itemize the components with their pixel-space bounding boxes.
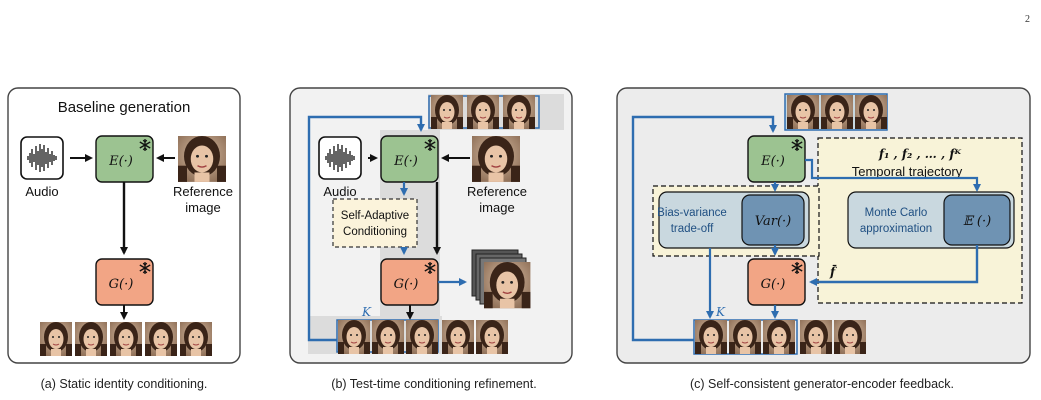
feedback-loop-arrow: [307, 115, 425, 342]
audio-waveform-icon: [318, 136, 362, 180]
mc-label-2: approximation: [860, 223, 932, 235]
k-label: K: [715, 305, 726, 319]
reference-face-image: [177, 135, 227, 183]
output-frames: [39, 321, 213, 357]
audio-waveform-icon: [20, 136, 64, 180]
caption-c: (c) Self-consistent generator-encoder fe…: [690, 377, 954, 391]
panel-a: Baseline generation Audio E(·) Reference…: [7, 87, 241, 364]
caption-a: (a) Static identity conditioning.: [41, 377, 208, 391]
generator-label: G(·): [394, 277, 419, 292]
caption-b: (b) Test-time conditioning refinement.: [331, 377, 536, 391]
reference-label-2: image: [185, 200, 220, 215]
reference-label-2: image: [479, 200, 514, 215]
reference-label-1: Reference: [173, 184, 233, 199]
trajectory-label: f₁ , f₂ , … , fᴷ: [878, 147, 962, 161]
expectation-label: 𝔼 (·): [963, 214, 991, 229]
bias-label-2: trade-off: [671, 223, 714, 235]
mc-label-1: Monte Carlo: [865, 207, 928, 219]
generator-box: [747, 258, 806, 306]
encoder-label: E(·): [760, 154, 785, 169]
page-number: 2: [1025, 14, 1030, 25]
audio-label: Audio: [25, 184, 58, 199]
generator-label: G(·): [109, 277, 134, 292]
reference-face-image: [471, 135, 521, 183]
panel-c: E(·) f₁ , f₂ , … , fᴷ Temporal trajector…: [616, 87, 1031, 364]
expectation-to-generator-arrow: [809, 245, 979, 286]
f-bar-label: f̄: [829, 263, 837, 279]
panel-b: Audio E(·) Reference image Self-Adaptive…: [289, 87, 573, 364]
generator-label: G(·): [761, 277, 786, 292]
encoder-label: E(·): [108, 154, 133, 169]
encoder-to-expectation-arrow: [805, 158, 981, 192]
temporal-trajectory-label: Temporal trajectory: [852, 164, 963, 179]
encoder-label: E(·): [393, 154, 418, 169]
variance-box: [741, 194, 805, 246]
variance-label: Var(·): [755, 214, 791, 229]
baseline-title: Baseline generation: [58, 99, 191, 116]
self-adaptive-conditioning-box: [332, 198, 418, 248]
audio-label: Audio: [323, 184, 356, 199]
generated-frame-stack: [471, 249, 532, 309]
encoder-box: [380, 135, 439, 183]
conditioning-label-1: Self-Adaptive: [341, 210, 409, 222]
reference-label-1: Reference: [467, 184, 527, 199]
conditioning-label-2: Conditioning: [343, 226, 407, 238]
k-label: K: [361, 305, 372, 319]
feedback-loop-arrow: [631, 115, 777, 342]
bias-label-1: Bias-variance: [657, 207, 727, 219]
